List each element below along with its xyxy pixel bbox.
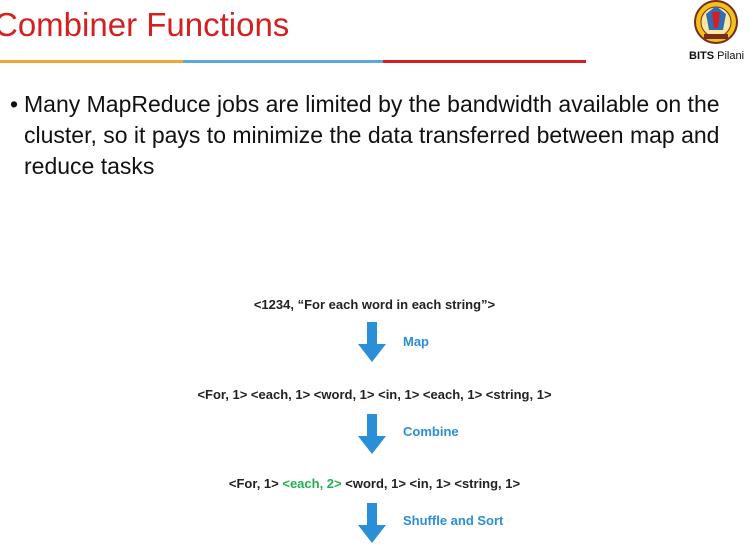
combine-output-after: <word, 1> <in, 1> <string, 1> xyxy=(341,476,521,491)
flow-input: <1234, “For each word in each string”> xyxy=(253,297,496,312)
flow-map-output: <For, 1> <each, 1> <word, 1> <in, 1> <ea… xyxy=(197,387,552,402)
logo-caption: BITS Pilani xyxy=(689,50,744,62)
logo-bold: BITS xyxy=(689,50,715,62)
slide-title: Combiner Functions xyxy=(0,6,290,43)
combine-output-highlight: <each, 2> xyxy=(282,476,342,491)
combine-output-before: <For, 1> xyxy=(228,476,283,491)
step-label-shuffle-sort: Shuffle and Sort xyxy=(403,513,504,528)
down-arrow-icon xyxy=(358,503,386,543)
flow-combine-output: <For, 1> <each, 2> <word, 1> <in, 1> <st… xyxy=(0,476,749,491)
logo-rest: Pilani xyxy=(714,50,745,62)
step-label-combine: Combine xyxy=(403,424,459,439)
bits-pilani-logo-icon xyxy=(694,0,738,44)
bullet-text: Many MapReduce jobs are limited by the b… xyxy=(24,91,720,179)
step-label-map: Map xyxy=(403,334,429,349)
title-rule-orange xyxy=(0,60,183,63)
down-arrow-icon xyxy=(358,322,386,362)
title-rule-blue xyxy=(183,60,383,63)
bullet-marker: • xyxy=(10,91,19,117)
title-rule-red xyxy=(383,60,586,63)
down-arrow-icon xyxy=(358,414,386,454)
